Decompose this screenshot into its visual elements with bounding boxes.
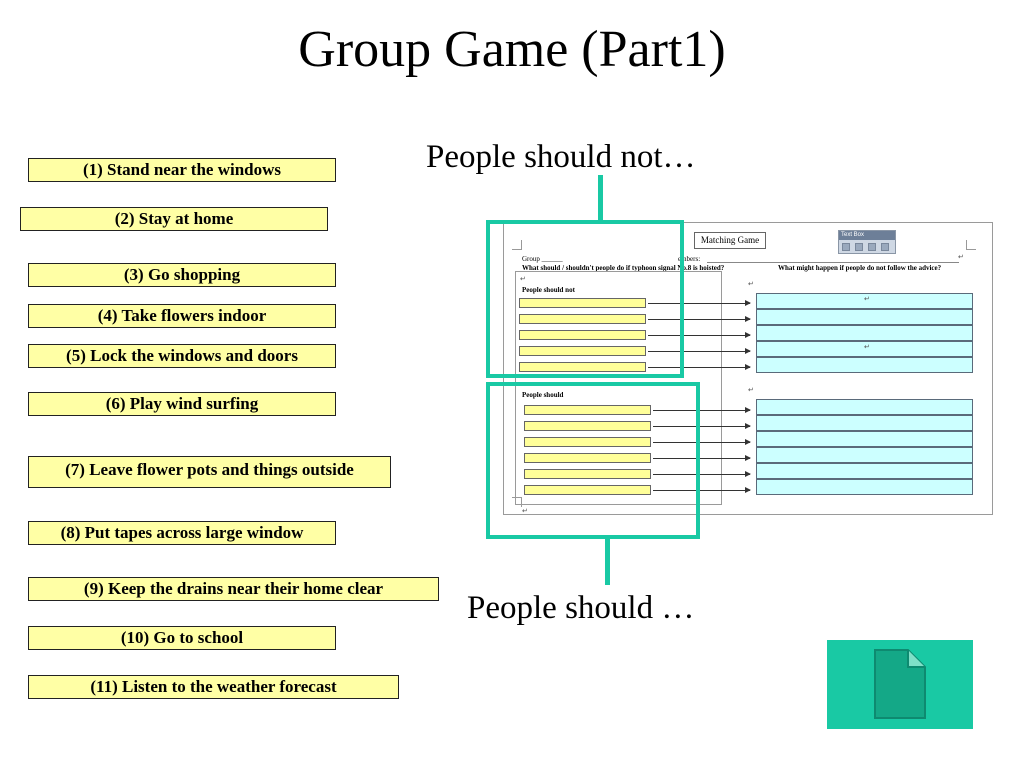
link-arrow bbox=[653, 407, 751, 413]
document-icon bbox=[874, 649, 926, 719]
link-arrow bbox=[653, 439, 751, 445]
result-box[interactable] bbox=[756, 447, 973, 463]
paragraph-mark-icon: ↵ bbox=[958, 253, 964, 261]
paragraph-mark-icon: ↵ bbox=[748, 280, 754, 288]
result-box[interactable] bbox=[756, 431, 973, 447]
result-box[interactable] bbox=[756, 341, 973, 357]
result-box[interactable] bbox=[756, 399, 973, 415]
paragraph-mark-icon: ↵ bbox=[520, 275, 526, 283]
option-tag-11[interactable]: (11) Listen to the weather forecast bbox=[28, 675, 399, 699]
result-box[interactable] bbox=[756, 309, 973, 325]
answer-slot[interactable] bbox=[519, 346, 646, 356]
link-arrow bbox=[648, 316, 751, 322]
paragraph-mark-icon: ↵ bbox=[864, 343, 870, 351]
worksheet-heading: Matching Game bbox=[694, 232, 766, 249]
result-box[interactable] bbox=[756, 463, 973, 479]
slide-title: Group Game (Part1) bbox=[298, 21, 726, 78]
result-box[interactable] bbox=[756, 325, 973, 341]
text-box-toolbar-label: Text Box bbox=[839, 231, 895, 240]
option-tag-7[interactable]: (7) Leave flower pots and things outside bbox=[28, 456, 391, 488]
group-label: Group ______ bbox=[522, 255, 563, 263]
answer-slot[interactable] bbox=[519, 314, 646, 324]
crop-mark bbox=[512, 240, 522, 250]
answer-slot[interactable] bbox=[524, 469, 651, 479]
members-underline bbox=[707, 262, 959, 263]
link-arrow bbox=[648, 348, 751, 354]
paragraph-mark-icon: ↵ bbox=[864, 295, 870, 303]
crop-mark bbox=[512, 497, 522, 507]
question-left: What should / shouldn't people do if typ… bbox=[522, 264, 725, 272]
option-tag-3[interactable]: (3) Go shopping bbox=[28, 263, 336, 287]
document-action-button[interactable] bbox=[827, 640, 973, 729]
result-box[interactable] bbox=[756, 357, 973, 373]
connector-bottom bbox=[605, 537, 610, 585]
option-tag-10[interactable]: (10) Go to school bbox=[28, 626, 336, 650]
link-arrow bbox=[653, 455, 751, 461]
rotate-icon bbox=[855, 243, 863, 251]
highlight-frame-should-not bbox=[486, 220, 684, 378]
members-label: embers: bbox=[678, 255, 701, 263]
result-box[interactable] bbox=[756, 479, 973, 495]
link-arrow bbox=[648, 364, 751, 370]
option-tag-4[interactable]: (4) Take flowers indoor bbox=[28, 304, 336, 328]
align-icon bbox=[868, 243, 876, 251]
link-arrow bbox=[648, 300, 751, 306]
worksheet-left-panel bbox=[515, 271, 722, 505]
option-tag-9[interactable]: (9) Keep the drains near their home clea… bbox=[28, 577, 439, 601]
answer-slot[interactable] bbox=[519, 330, 646, 340]
crop-mark bbox=[966, 240, 976, 250]
link-arrow bbox=[653, 471, 751, 477]
option-tag-8[interactable]: (8) Put tapes across large window bbox=[28, 521, 336, 545]
link-arrow bbox=[648, 332, 751, 338]
option-tag-6[interactable]: (6) Play wind surfing bbox=[28, 392, 336, 416]
answer-slot[interactable] bbox=[524, 421, 651, 431]
section-should-not: People should not bbox=[522, 286, 575, 294]
answer-slot[interactable] bbox=[519, 362, 646, 372]
resize-icon bbox=[881, 243, 889, 251]
option-tag-2[interactable]: (2) Stay at home bbox=[20, 207, 328, 231]
link-icon bbox=[842, 243, 850, 251]
option-tag-5[interactable]: (5) Lock the windows and doors bbox=[28, 344, 336, 368]
link-arrow bbox=[653, 487, 751, 493]
text-box-toolbar: Text Box bbox=[838, 230, 896, 254]
section-should: People should bbox=[522, 391, 564, 399]
paragraph-mark-icon: ↵ bbox=[522, 507, 528, 515]
answer-slot[interactable] bbox=[524, 405, 651, 415]
highlight-frame-should bbox=[486, 382, 700, 539]
result-box[interactable] bbox=[756, 293, 973, 309]
option-tag-1[interactable]: (1) Stand near the windows bbox=[28, 158, 336, 182]
answer-slot[interactable] bbox=[524, 437, 651, 447]
connector-top bbox=[598, 175, 603, 222]
paragraph-mark-icon: ↵ bbox=[748, 386, 754, 394]
question-right: What might happen if people do not follo… bbox=[778, 264, 942, 272]
result-box[interactable] bbox=[756, 415, 973, 431]
answer-slot[interactable] bbox=[524, 453, 651, 463]
caption-people-should-not: People should not… bbox=[426, 139, 696, 175]
answer-slot[interactable] bbox=[519, 298, 646, 308]
link-arrow bbox=[653, 423, 751, 429]
caption-people-should: People should … bbox=[467, 590, 695, 626]
answer-slot[interactable] bbox=[524, 485, 651, 495]
